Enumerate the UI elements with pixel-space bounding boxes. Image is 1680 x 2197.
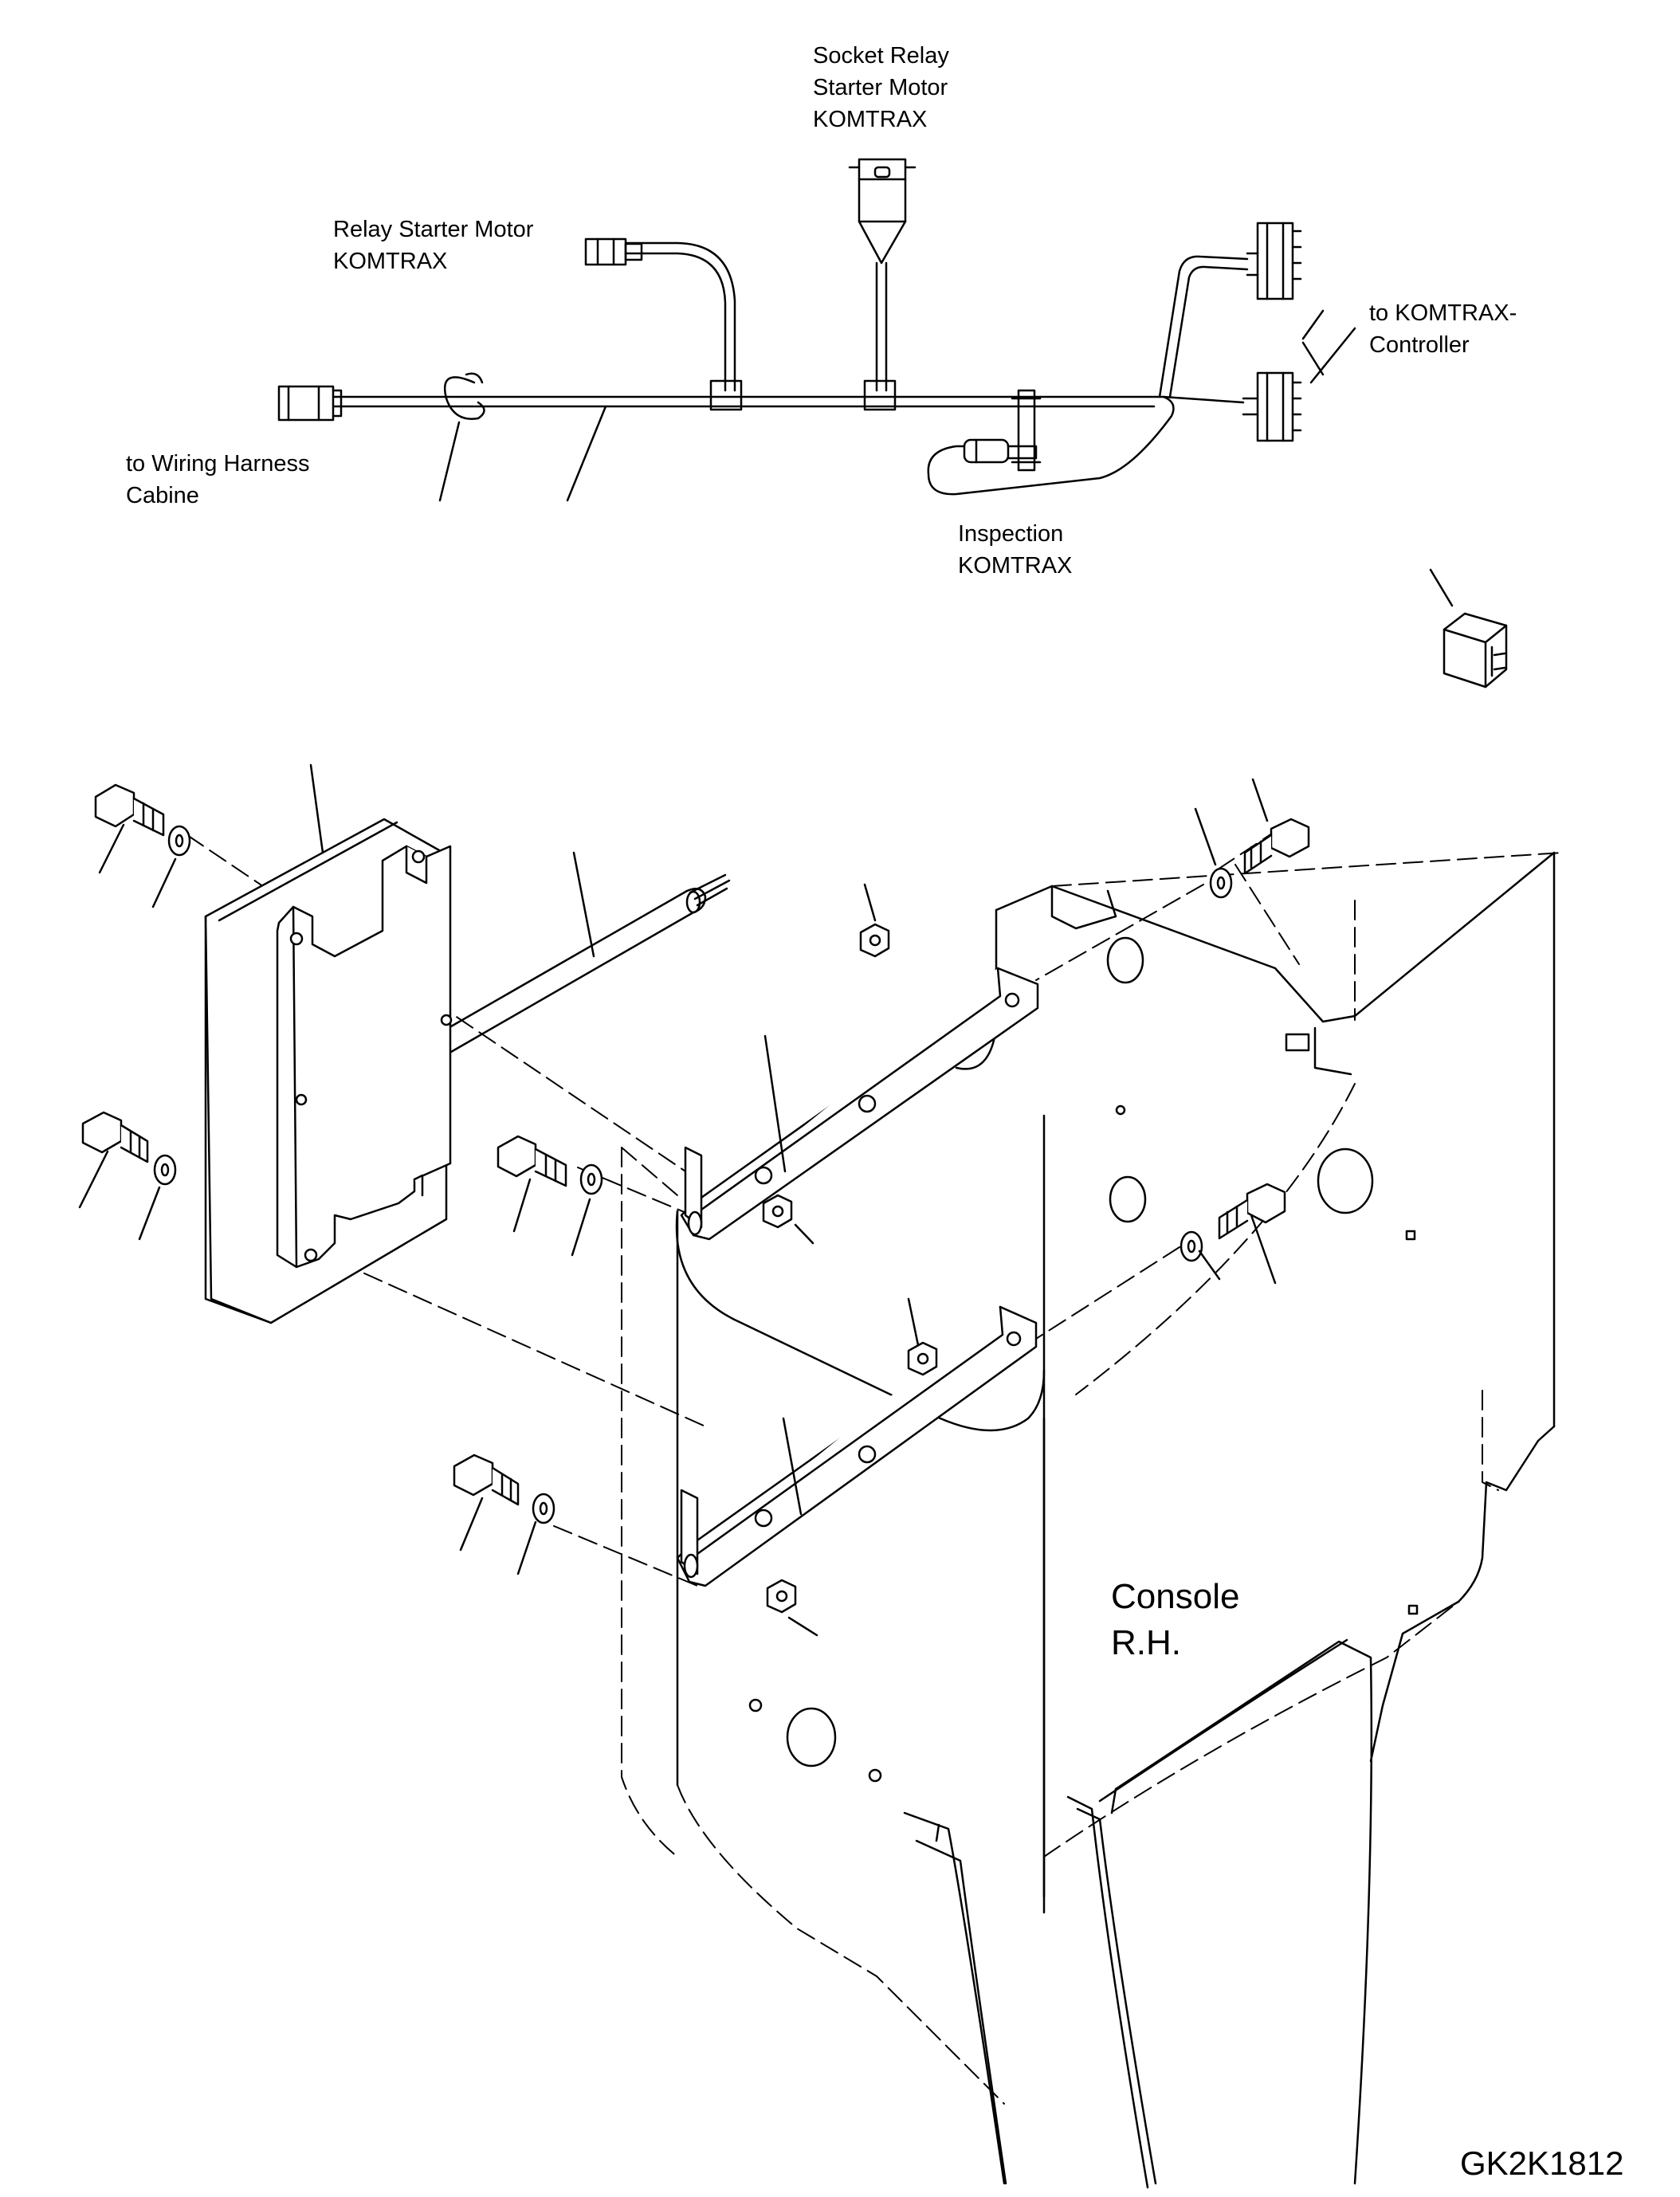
label-line: Socket Relay	[813, 43, 949, 69]
label-inspection: Inspection KOMTRAX	[958, 518, 1072, 582]
controller-connector-bottom	[1242, 371, 1302, 442]
label-to-controller: to KOMTRAX- Controller	[1369, 297, 1517, 361]
wiring-harness	[332, 241, 1249, 496]
label-line: Console	[1111, 1577, 1240, 1616]
komtrax-controller	[204, 818, 453, 1324]
lower-bracket	[676, 1305, 1038, 1587]
label-relay-starter: Relay Starter Motor KOMTRAX	[333, 214, 533, 277]
label-line: to Wiring Harness	[126, 451, 310, 477]
label-line: Starter Motor	[813, 75, 948, 100]
bolt-lower-center	[453, 1454, 555, 1524]
label-console: Console R.H.	[1111, 1574, 1239, 1666]
label-line: Relay Starter Motor	[333, 217, 534, 242]
bolt-right	[1180, 1183, 1286, 1262]
controller-connector-top	[1246, 222, 1302, 300]
label-line: to KOMTRAX-	[1369, 300, 1517, 326]
socket-relay-connector	[848, 158, 917, 265]
label-line: KOMTRAX	[813, 107, 928, 132]
cable-clip	[444, 372, 485, 420]
label-line: KOMTRAX	[333, 249, 448, 274]
label-line: KOMTRAX	[958, 553, 1073, 579]
label-socket-relay: Socket Relay Starter Motor KOMTRAX	[813, 40, 949, 135]
console-body	[675, 851, 1556, 2189]
inspection-connector	[963, 438, 1038, 464]
label-to-harness: to Wiring Harness Cabine	[126, 448, 309, 512]
bolt-center	[497, 1135, 603, 1195]
nuts	[762, 923, 938, 1614]
label-line: Controller	[1369, 332, 1470, 358]
drawing-code: GK2K1812	[1460, 2144, 1624, 2182]
bolt-mid-left	[81, 1111, 177, 1186]
label-line: Inspection	[958, 521, 1064, 547]
label-line: Cabine	[126, 483, 199, 508]
bolt-top-right	[1209, 818, 1310, 899]
controller-cable	[449, 873, 731, 1053]
label-line: R.H.	[1111, 1623, 1181, 1662]
upper-bracket	[680, 967, 1039, 1241]
cabine-connector	[277, 385, 343, 422]
bolt-top-left	[94, 783, 191, 857]
relay-part	[1443, 612, 1508, 689]
relay-starter-connector	[584, 237, 643, 266]
